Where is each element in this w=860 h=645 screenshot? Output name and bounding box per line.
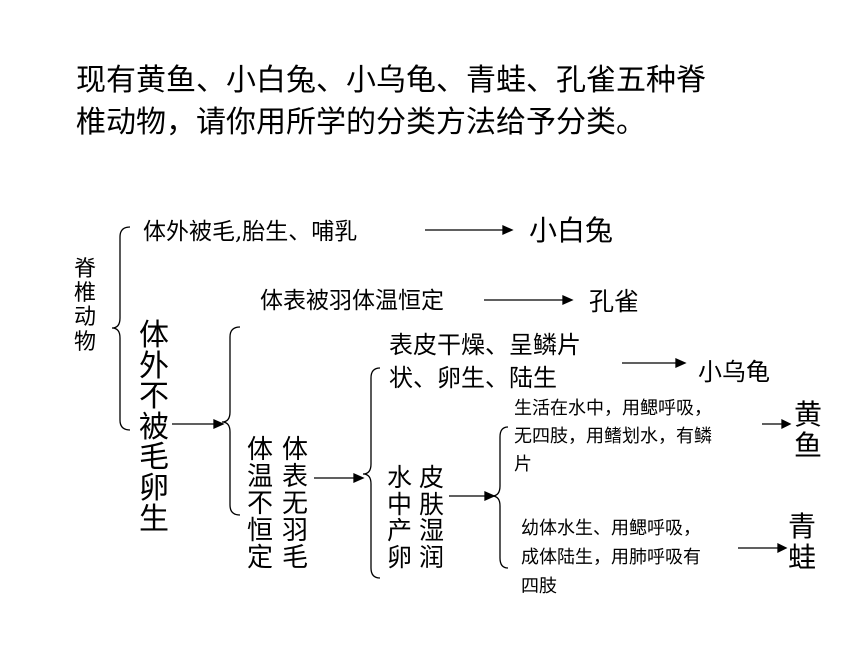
brace-no-fur: [221, 326, 241, 516]
fish-condition-line-2: 无四肢，用鳍划水，有鳞: [514, 426, 712, 447]
frog-condition-line-3: 四肢: [521, 576, 557, 597]
brace-moist-skin: [491, 426, 509, 569]
lay-eggs-in-water-label: 水 中 产 卵: [387, 463, 413, 572]
fur-condition: 体外被毛,胎生、哺乳: [143, 219, 358, 245]
fish-condition-line-1: 生活在水中，用鳃呼吸，: [514, 398, 712, 419]
reptile-condition-line-1: 表皮干燥、呈鳞片: [389, 331, 581, 359]
reptile-condition-line-2: 状、卵生、陆生: [389, 364, 557, 392]
frog-condition-line-1: 幼体水生、用鳃呼吸，: [521, 518, 701, 539]
fish-condition-line-3: 片: [514, 454, 532, 475]
feathers-condition: 体表被羽体温恒定: [260, 288, 444, 314]
root-label: 脊 椎 动 物: [74, 257, 97, 355]
cold-blooded-label: 体 温 不 恒 定: [247, 435, 274, 574]
frog-result: 青 蛙: [788, 510, 817, 574]
no-fur-label: 体 外 不 被 毛 卵 生: [139, 318, 169, 537]
fur-result: 小白兔: [529, 214, 614, 247]
no-feathers-label: 体 表 无 羽 毛: [282, 435, 309, 574]
brace-root: [111, 226, 131, 431]
frog-condition-line-2: 成体陆生，用肺呼吸有: [521, 547, 701, 568]
fish-result: 黄 鱼: [794, 398, 823, 462]
brace-cold-blooded: [362, 367, 381, 579]
feathers-result: 孔雀: [589, 287, 640, 316]
reptile-result: 小乌龟: [698, 358, 770, 386]
question-line-1: 现有黄鱼、小白兔、小乌龟、青蛙、孔雀五种脊: [76, 63, 706, 98]
moist-skin-label: 皮 肤 湿 润: [419, 463, 445, 572]
question-line-2: 椎动物，请你用所学的分类方法给予分类。: [76, 105, 646, 140]
